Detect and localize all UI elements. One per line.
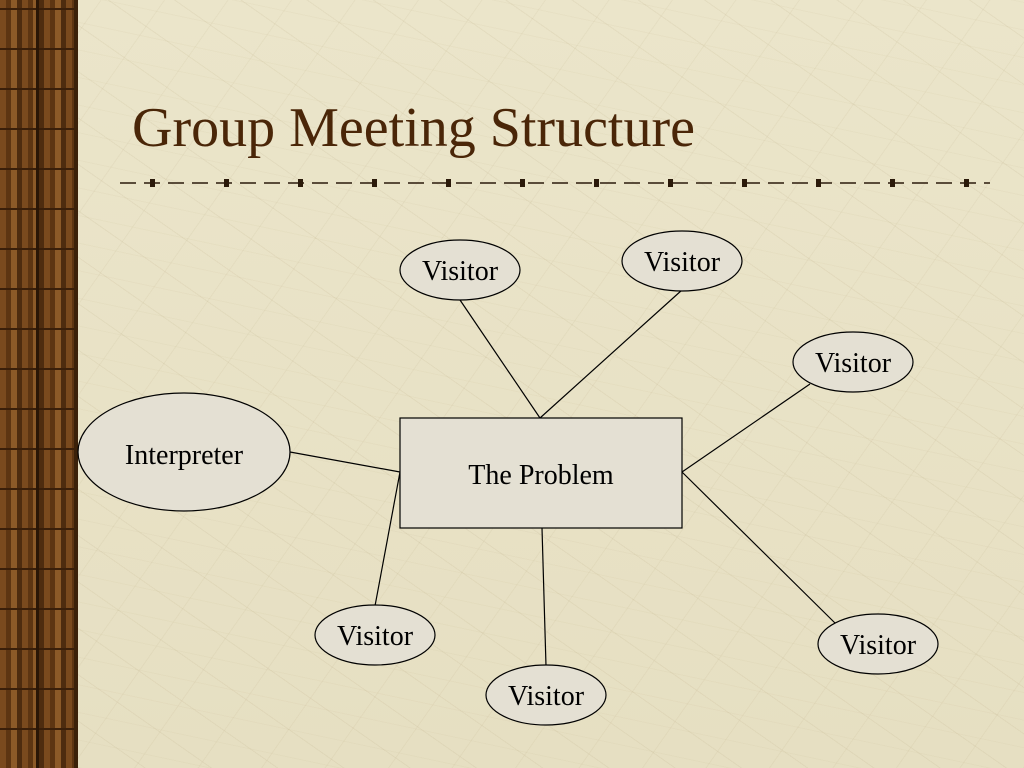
visitor-node: Visitor: [314, 604, 436, 666]
connector-line: [459, 299, 541, 419]
decorative-side-strip: [0, 0, 78, 768]
visitor-label: Visitor: [422, 256, 499, 287]
connector-line: [539, 289, 683, 419]
title-divider: [120, 179, 990, 187]
visitor-label: Visitor: [815, 348, 892, 379]
visitor-label: Visitor: [644, 247, 721, 278]
visitor-node: Visitor: [621, 230, 743, 292]
visitor-label: Visitor: [508, 681, 585, 712]
problem-label: The Problem: [468, 460, 614, 491]
connector-line: [681, 383, 811, 473]
visitor-node: Visitor: [817, 613, 939, 675]
connector-line: [681, 471, 837, 625]
interpreter-label: Interpreter: [125, 440, 244, 471]
connector-line: [374, 471, 401, 607]
visitor-node: Visitor: [399, 239, 521, 301]
visitor-label: Visitor: [840, 630, 917, 661]
slide-title: Group Meeting Structure: [132, 97, 695, 159]
problem-node: The Problem: [399, 417, 683, 529]
interpreter-node: Interpreter: [77, 392, 291, 512]
connector-line: [541, 527, 547, 667]
visitor-node: Visitor: [792, 331, 914, 393]
visitor-label: Visitor: [337, 621, 414, 652]
connector-line: [289, 451, 401, 473]
visitor-node: Visitor: [485, 664, 607, 726]
